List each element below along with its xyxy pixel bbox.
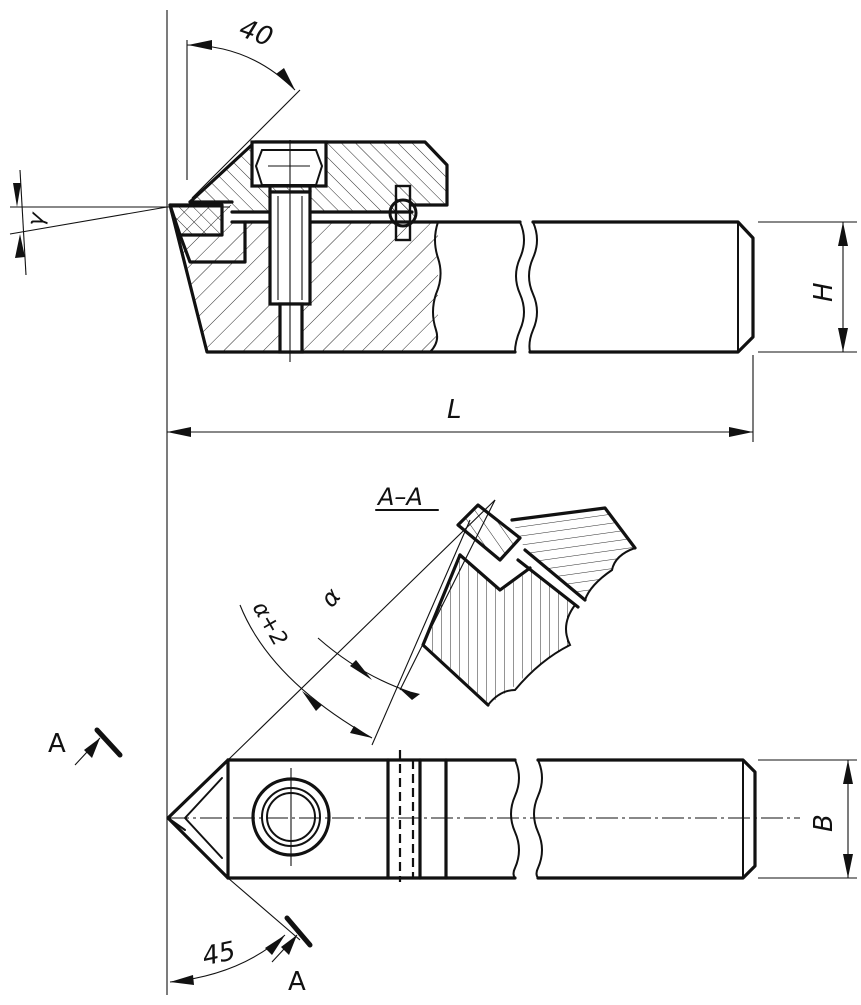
plan-tip [166,758,230,880]
plan-body-left [226,758,517,880]
h-arrow-top [838,222,848,246]
alpha-line-1 [227,499,496,761]
label-section-marker-left: A [48,729,66,759]
label-section-marker-bottom: A [288,967,306,997]
section-clamp-hatch [512,508,635,600]
screw-tip [278,302,304,354]
b-arrow-top [843,760,853,784]
rake-arrow-bottom [15,234,25,258]
label-alpha-plus-2: α+2 [247,597,292,650]
label-height-h: H [809,282,839,302]
section-a-a [227,499,637,761]
b-arrow-bottom [843,854,853,878]
pin-shaft [394,184,412,242]
angle40-ref-inclined [191,89,301,199]
screw-head [250,140,328,188]
label-angle-45: 45 [200,936,239,972]
label-section-title: A–A [376,483,423,511]
label-angle-40: 40 [235,14,276,54]
insert-hatch [170,205,222,235]
section-mark-bottom [284,915,313,948]
angle45-arrow-left [170,975,194,985]
shank-outline-left [168,203,517,354]
label-alpha: α [315,582,347,612]
alpha2-arrow-1 [302,691,322,711]
break-line-right [528,221,538,353]
plan-body-right [536,758,757,880]
angle40-arrow-right [276,68,295,90]
rake-line [9,206,168,235]
insert-seat [178,220,247,264]
pin-circle [388,198,418,228]
plan-insert-v [167,777,223,859]
section-clamp-edge [523,548,587,602]
angle40-arc [186,44,296,91]
alpha-arc [317,637,411,693]
alpha-arrow-2 [400,689,420,700]
section-mark-top [94,727,123,758]
alpha-arrow-1 [350,660,372,680]
clamp-outline [188,140,449,214]
section-clamp-break [584,547,636,601]
l-arrow-right [729,427,753,437]
alpha2-arrow-2 [350,726,372,738]
l-arrow-left [167,427,191,437]
section-clamp-outline [510,506,637,550]
section-holder-break [487,604,576,706]
break-line-left [514,221,525,353]
shank-right-part [528,220,755,354]
plan-break-right [533,759,543,879]
plan-view [74,727,857,985]
h-arrow-bottom [838,328,848,352]
alpha2-arc [239,604,373,739]
plan-break-left [510,759,520,879]
rake-arrow-top [13,183,21,207]
front-view [9,10,857,995]
section-insert-outline [456,503,522,562]
rake-dim-line [19,169,27,276]
section-mark-bottom-arrow [281,935,297,955]
label-width-b: B [809,814,839,832]
angle40-arrow-left [188,40,212,50]
alpha-line-3 [399,499,496,691]
section-v-groove [458,553,532,592]
section-holder-hatch-vertical [423,555,575,705]
label-rake-angle: γ [23,210,50,228]
alpha-line-2 [371,519,471,746]
section-clamp-edge2 [516,558,580,609]
angle45-line [227,877,301,941]
section-insert-hatch [458,505,520,560]
angle45-arrow-right [265,935,285,955]
section-mark-top-arrow [84,738,100,758]
label-length-l: L [447,395,462,425]
screw-head-hex [254,149,324,186]
section-boundary-wavy [429,221,442,353]
insert-outline [168,203,224,237]
